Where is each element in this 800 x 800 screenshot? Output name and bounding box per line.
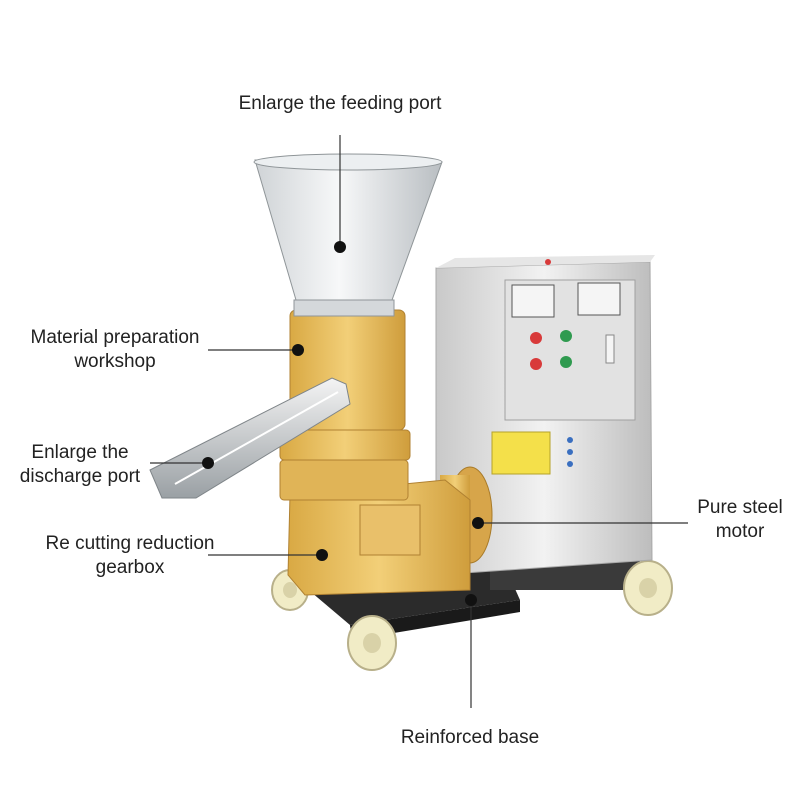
label-feeding-port: Enlarge the feeding port xyxy=(238,93,442,114)
label-gearbox: Re cutting reduction gearbox xyxy=(20,532,240,580)
label-material-preparation: Material preparation workshop xyxy=(10,326,220,374)
gearbox xyxy=(287,479,471,596)
label-base: Reinforced base xyxy=(400,727,540,748)
label-gearbox-line1: Re cutting reduction xyxy=(45,533,215,554)
marker-discharge xyxy=(202,457,214,469)
wheel-front-right xyxy=(623,560,673,616)
label-motor-line1: Pure steel xyxy=(697,497,783,518)
label-motor-line2: motor xyxy=(715,521,765,542)
label-material-line2: workshop xyxy=(74,351,156,372)
label-discharge-line1: Enlarge the xyxy=(31,442,129,463)
marker-material xyxy=(292,344,304,356)
label-motor: Pure steel motor xyxy=(680,496,800,544)
marker-feeding xyxy=(334,241,346,253)
marker-gearbox xyxy=(316,549,328,561)
label-material-line1: Material preparation xyxy=(30,327,200,348)
discharge-chute xyxy=(149,377,351,499)
marker-base xyxy=(465,594,477,606)
label-discharge-line2: discharge port xyxy=(19,466,141,487)
label-discharge-port: Enlarge the discharge port xyxy=(5,441,155,489)
feeding-hopper xyxy=(253,153,443,317)
wheel-front-left xyxy=(347,615,397,671)
marker-motor xyxy=(472,517,484,529)
label-gearbox-line2: gearbox xyxy=(95,557,165,578)
